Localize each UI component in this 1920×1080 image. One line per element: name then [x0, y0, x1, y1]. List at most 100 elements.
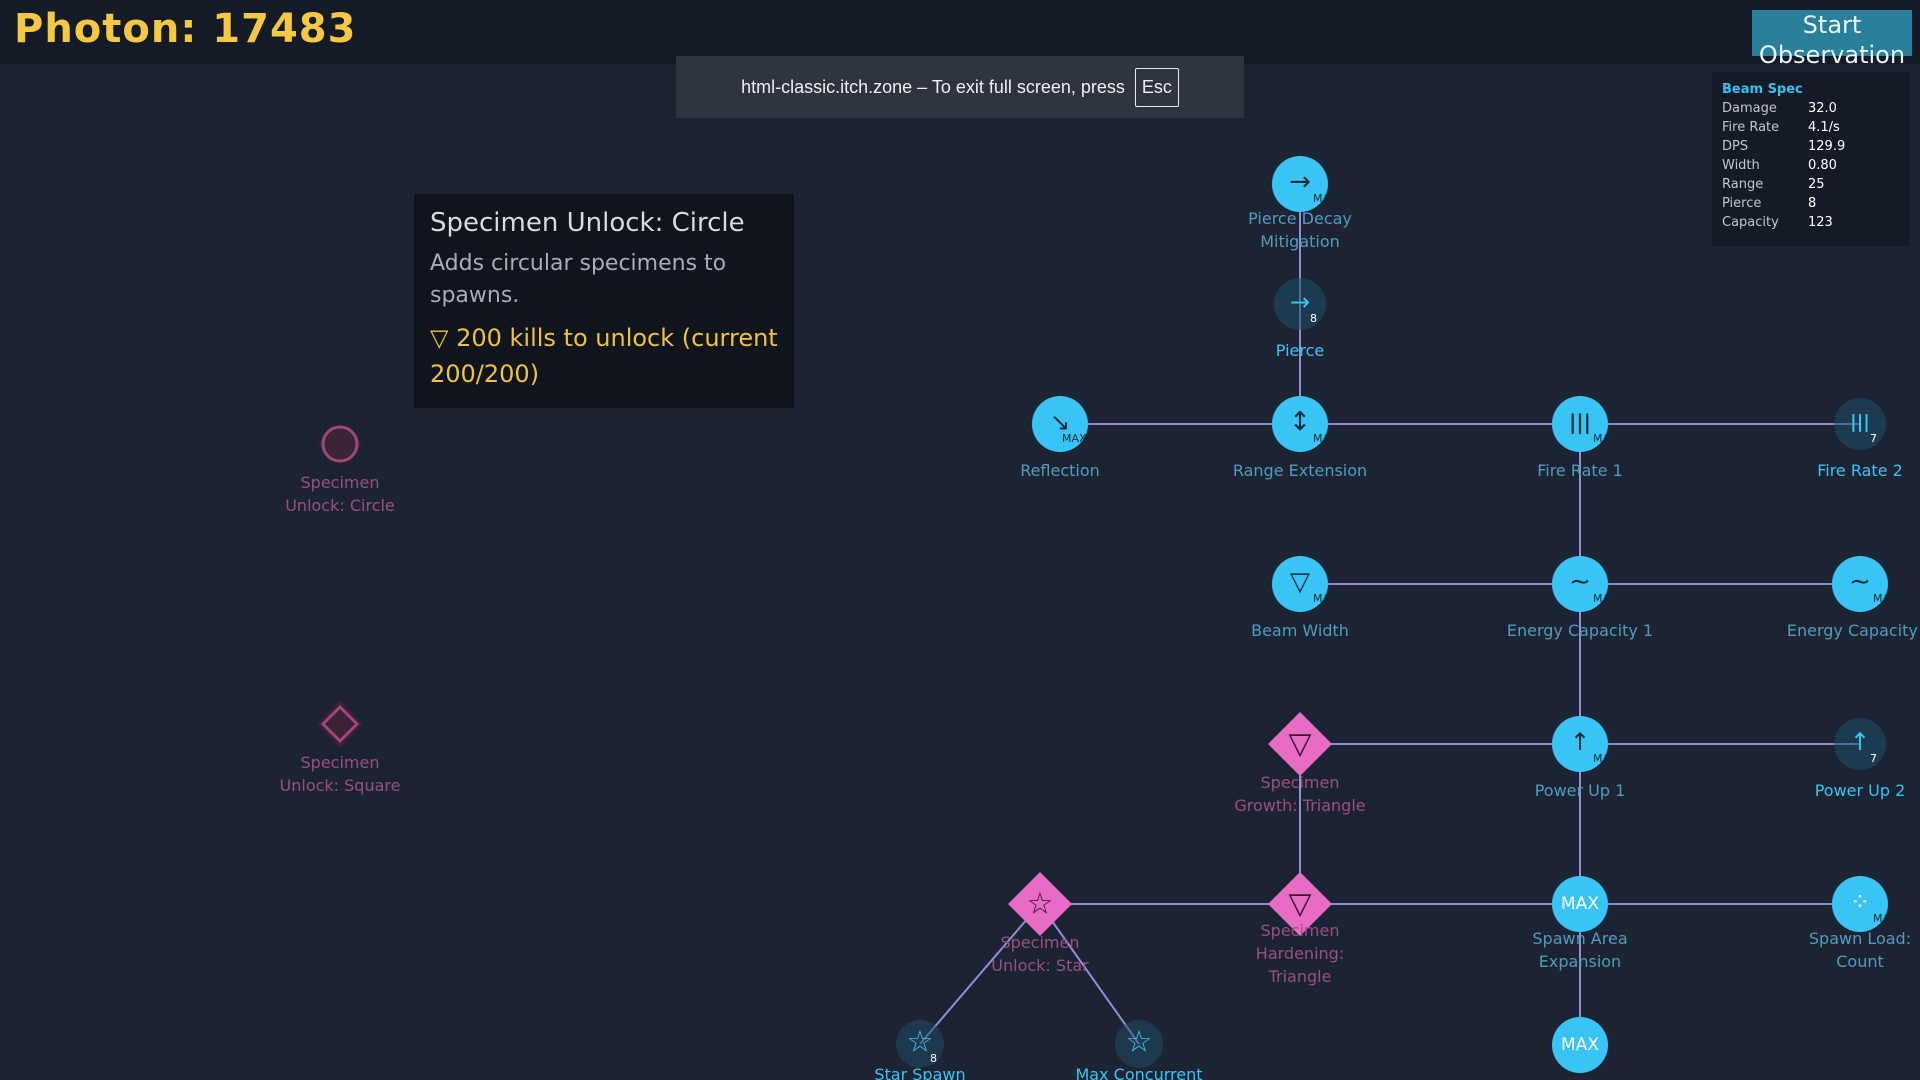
arrow-updown-icon: ↕ — [1289, 407, 1311, 437]
node-fire-rate-2[interactable]: ||| 7 Fire Rate 2 — [1817, 398, 1903, 480]
spec-key: Pierce — [1722, 196, 1762, 211]
node-specimen-hardening-triangle[interactable]: ▽ Specimen Hardening: Triangle — [1256, 872, 1344, 986]
node-label: Energy Capacity 2 — [1787, 621, 1920, 640]
node-label: Unlock: Circle — [285, 496, 395, 515]
level-badge: 7 — [1870, 432, 1877, 445]
triangle-down-icon: ▽ — [1288, 727, 1311, 762]
node-specimen-unlock-star[interactable]: ☆ Specimen Unlock: Star — [991, 872, 1089, 975]
circle-icon — [321, 425, 359, 463]
spec-row-fire-rate: Fire Rate 4.1/s — [1722, 120, 1900, 139]
node-label: Pierce — [1276, 341, 1324, 360]
arrow-right-icon: → — [1290, 288, 1310, 316]
node-power-up-1[interactable]: ↑ MAX Power Up 1 — [1535, 716, 1626, 800]
upgrade-tooltip: Specimen Unlock: Circle Adds circular sp… — [414, 194, 794, 408]
spec-value: 0.80 — [1808, 158, 1837, 173]
node-pierce-decay-mitigation[interactable]: → MAX Pierce Decay Mitigation — [1248, 156, 1352, 251]
level-badge: 7 — [1870, 752, 1877, 765]
beam-spec-title: Beam Spec — [1722, 82, 1803, 97]
arrow-up-icon: ↑ — [1850, 728, 1870, 756]
node-label: Specimen — [1001, 933, 1080, 952]
spec-value: 25 — [1808, 177, 1825, 192]
node-label: Max Concurrent — [1076, 1065, 1203, 1080]
tooltip-description: Adds circular specimens to spawns. — [430, 251, 727, 308]
node-label: Specimen — [1261, 773, 1340, 792]
node-beam-width[interactable]: ▽ MAX Beam Width — [1251, 556, 1349, 640]
level-badge: MAX — [1593, 592, 1618, 605]
node-label: Reflection — [1020, 461, 1100, 480]
node-energy-capacity-2[interactable]: ∼ MAX Energy Capacity 2 — [1787, 556, 1920, 640]
star-icon: ☆ — [907, 1025, 934, 1060]
spec-row-damage: Damage 32.0 — [1722, 101, 1900, 120]
wave-icon: ∼ — [1569, 567, 1591, 597]
node-label: Specimen — [301, 753, 380, 772]
spec-value: 129.9 — [1808, 139, 1846, 154]
node-reflection[interactable]: ↘ MAX Reflection — [1020, 396, 1100, 480]
level-badge: 8 — [1310, 312, 1317, 325]
node-label: Count — [1836, 952, 1884, 971]
node-star-spawn[interactable]: ☆ 8 Star Spawn — [874, 1020, 966, 1080]
node-specimen-growth-triangle[interactable]: ▽ Specimen Growth: Triangle — [1234, 712, 1366, 815]
node-label: Power Up 1 — [1535, 781, 1626, 800]
spec-row-capacity: Capacity 123 — [1722, 215, 1900, 234]
node-label: Beam Width — [1251, 621, 1349, 640]
wave-icon: ∼ — [1849, 567, 1871, 597]
node-label: Specimen — [301, 473, 380, 492]
spec-key: Fire Rate — [1722, 120, 1780, 135]
node-max-concurrent[interactable]: ☆ Max Concurrent — [1076, 1020, 1203, 1080]
node-label: Star Spawn — [874, 1065, 965, 1080]
node-spawn-load-count[interactable]: ⁘ MAX Spawn Load: Count — [1809, 876, 1911, 971]
level-badge: MAX — [1593, 752, 1618, 765]
node-specimen-unlock-square[interactable]: Specimen Unlock: Square — [280, 700, 401, 795]
spec-row-pierce: Pierce 8 — [1722, 196, 1900, 215]
node-label: Fire Rate 1 — [1537, 461, 1623, 480]
esc-key-hint: Esc — [1134, 67, 1179, 107]
node-bottom-max[interactable]: MAX — [1552, 1017, 1608, 1073]
level-badge: MAX — [1873, 592, 1898, 605]
fullscreen-banner-text: html-classic.itch.zone – To exit full sc… — [741, 76, 1125, 97]
level-badge: MAX — [1313, 592, 1338, 605]
node-label: Spawn Load: — [1809, 929, 1911, 948]
node-fire-rate-1[interactable]: ||| MAX Fire Rate 1 — [1537, 396, 1623, 480]
tooltip-requirement: ▽ 200 kills to unlock (current 200/200) — [430, 324, 778, 388]
star-icon: ☆ — [1027, 887, 1054, 922]
node-spawn-area-expansion[interactable]: MAX Spawn Area Expansion — [1532, 876, 1628, 971]
bars-icon: ||| — [1850, 412, 1870, 433]
tree-connections — [919, 184, 1860, 1045]
level-badge: MAX — [1313, 192, 1338, 205]
node-range-extension[interactable]: ↕ MAX Range Extension — [1233, 396, 1367, 480]
node-label: Range Extension — [1233, 461, 1367, 480]
node-power-up-2[interactable]: ↑ 7 Power Up 2 — [1815, 718, 1906, 800]
node-label: Spawn Area — [1532, 929, 1627, 948]
arrow-up-icon: ↑ — [1570, 728, 1590, 756]
node-label: Hardening: — [1256, 944, 1344, 963]
node-energy-capacity-1[interactable]: ∼ MAX Energy Capacity 1 — [1507, 556, 1653, 640]
top-bar: Photon: 17483 Start Observation — [0, 0, 1920, 69]
spec-key: DPS — [1722, 139, 1749, 154]
node-label: Unlock: Square — [280, 776, 401, 795]
diamond-icon — [320, 704, 360, 744]
node-label: Energy Capacity 1 — [1507, 621, 1653, 640]
triangle-down-icon: ▽ — [1288, 887, 1311, 922]
node-label: Unlock: Star — [991, 956, 1089, 975]
node-label: Specimen — [1261, 921, 1340, 940]
spec-row-dps: DPS 129.9 — [1722, 139, 1900, 158]
start-observation-button[interactable]: Start Observation — [1752, 10, 1912, 69]
arrow-right-icon: → — [1289, 167, 1311, 197]
tooltip-title: Specimen Unlock: Circle — [430, 208, 745, 238]
level-badge: MAX — [1593, 432, 1618, 445]
spec-value: 123 — [1808, 215, 1833, 230]
node-specimen-unlock-circle[interactable]: Specimen Unlock: Circle — [285, 424, 395, 515]
spec-value: 8 — [1808, 196, 1817, 211]
dots-icon: ⁘ — [1850, 888, 1870, 916]
level-badge: MAX — [1313, 432, 1338, 445]
node-pierce[interactable]: → 8 Pierce — [1274, 278, 1326, 360]
spec-key: Range — [1722, 177, 1764, 192]
spec-row-range: Range 25 — [1722, 177, 1900, 196]
level-badge: MAX — [1873, 912, 1898, 925]
node-label: Pierce Decay — [1248, 209, 1352, 228]
max-icon: MAX — [1561, 1035, 1599, 1055]
connector — [919, 903, 1041, 1045]
node-label: Expansion — [1539, 952, 1621, 971]
node-label: Mitigation — [1260, 232, 1340, 251]
